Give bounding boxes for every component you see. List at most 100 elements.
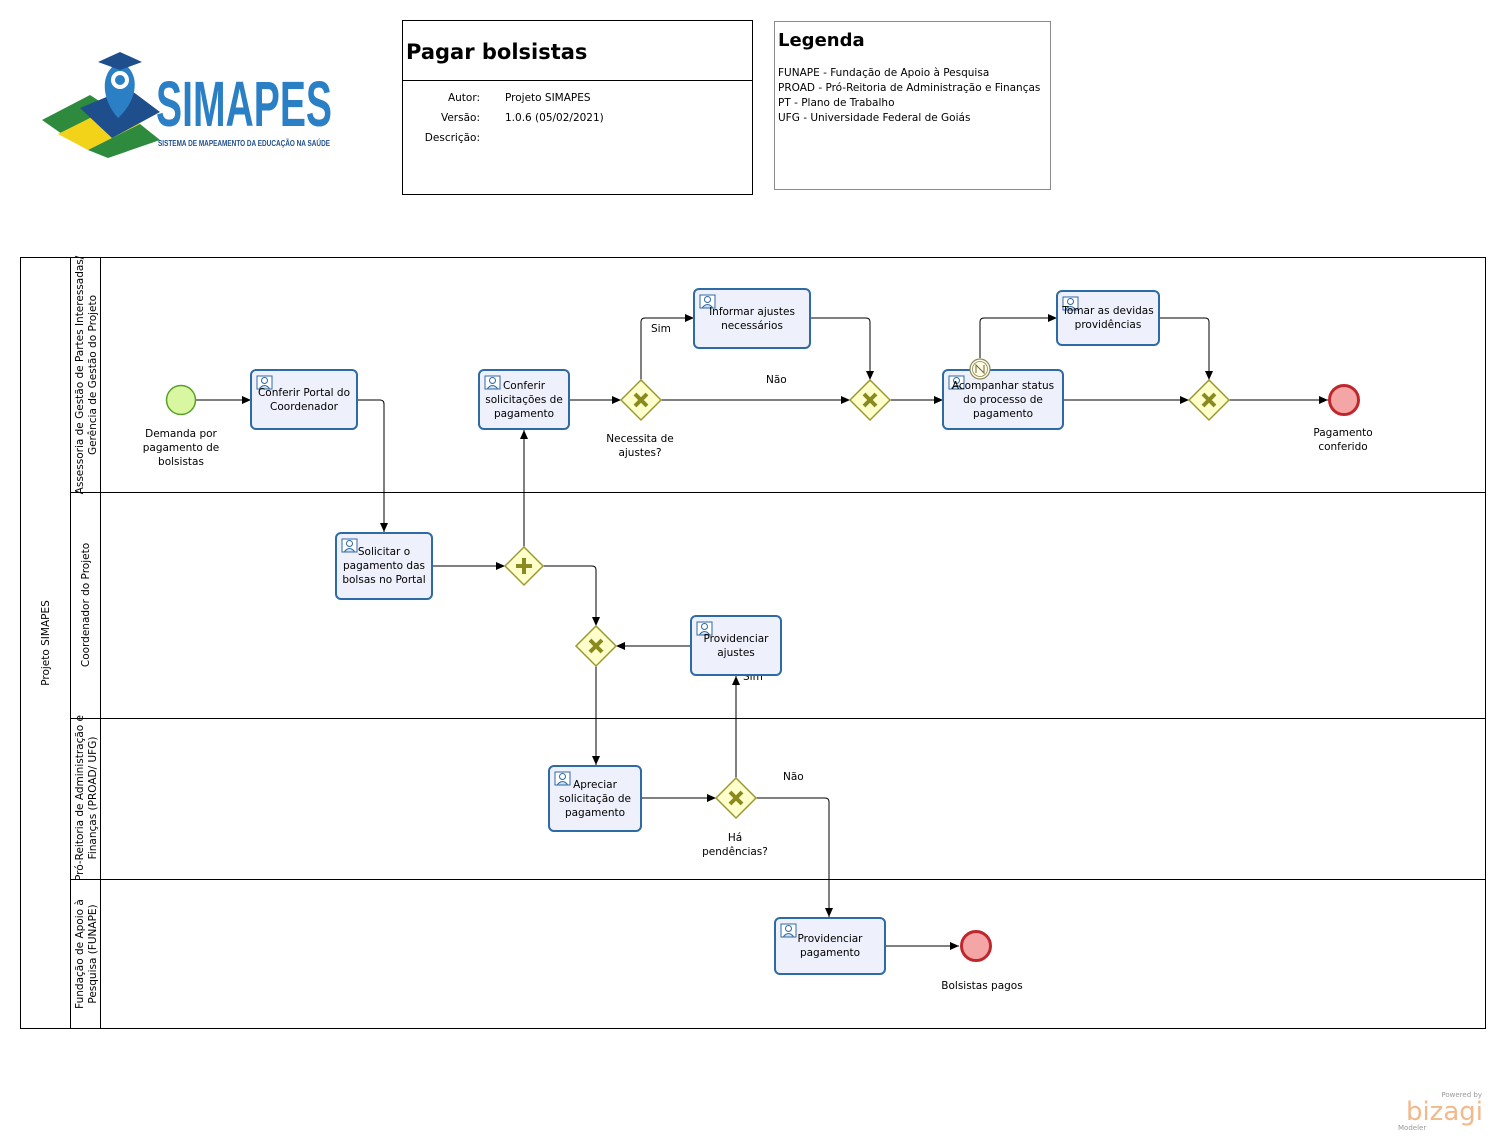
task-label: pagamento das [343, 560, 425, 572]
lane-label: Coordenador do Projeto [80, 543, 92, 667]
event-label: Pagamento [1313, 427, 1372, 439]
lane-label: Fundação de Apoio à [74, 899, 86, 1009]
lane-label: Pró-Reitoria de Administração e [74, 715, 86, 881]
event-label: bolsistas [158, 456, 204, 468]
task-label: pagamento [494, 408, 554, 420]
description-label: Descrição: [425, 132, 480, 144]
task-label: Solicitar o [358, 546, 410, 558]
flow-label-nao: Não [766, 374, 787, 386]
simapes-logo: SIMAPES SISTEMA DE MAPEAMENTO DA EDUCAÇÃ… [42, 52, 332, 158]
task-label: Providenciar [703, 633, 769, 645]
start-event-circle[interactable] [165, 384, 197, 416]
task-acompanhar-status[interactable]: Acompanhar status do processo de pagamen… [942, 358, 1064, 430]
watermark-brand: bizagi [1406, 1097, 1483, 1127]
watermark-product: Modeler [1398, 1124, 1426, 1132]
user-task-icon [341, 538, 358, 553]
lane-assessoria: Assessoria de Gestão de Partes Interessa… [74, 255, 99, 494]
flow-label-sim: Sim [651, 323, 671, 335]
task-label: Apreciar [573, 779, 618, 791]
task-label: Acompanhar status [952, 380, 1054, 392]
exclusive-gateway-necessita-ajustes[interactable]: Necessita de ajustes? [606, 378, 674, 459]
flow [756, 797, 833, 917]
start-event[interactable]: Demanda por pagamento de bolsistas [143, 384, 220, 469]
author-label: Autor: [448, 92, 480, 104]
exclusive-gateway-merge-1[interactable] [848, 378, 892, 422]
user-task-icon [484, 375, 501, 390]
flow [640, 314, 694, 380]
x-icon [728, 790, 744, 806]
task-label: necessários [721, 320, 783, 332]
version-label: Versão: [441, 112, 480, 124]
lane-proad: Pró-Reitoria de Administração e Finanças… [74, 715, 99, 881]
task-providenciar-ajustes[interactable]: Providenciar ajustes [690, 615, 782, 676]
task-label: solicitações de [485, 394, 563, 406]
lane-coordenador: Coordenador do Projeto [80, 543, 92, 667]
sequence-flows [196, 314, 1328, 950]
gateway-label: Há [728, 832, 742, 844]
flow [979, 314, 1057, 358]
task-label: Providenciar [797, 933, 863, 945]
exclusive-gateway-ha-pendencias[interactable]: Há pendências? [702, 776, 768, 858]
legend-item: FUNAPE - Fundação de Apoio à Pesquisa [778, 67, 989, 79]
gateway-label: pendências? [702, 846, 768, 858]
lane-label: Assessoria de Gestão de Partes Interessa… [74, 255, 86, 494]
logo-subtitle: SISTEMA DE MAPEAMENTO DA EDUCAÇÃO NA SAÚ… [158, 139, 331, 148]
logo-name: SIMAPES [156, 68, 332, 140]
lane-funape: Fundação de Apoio à Pesquisa (FUNAPE) [74, 899, 99, 1009]
task-label: Conferir Portal do [258, 387, 350, 399]
task-label: Conferir [503, 380, 546, 392]
lane-label: Finanças (PROAD/ UFG) [87, 737, 99, 860]
task-informar-ajustes[interactable]: Informar ajustes necessários [693, 288, 811, 349]
flow [1159, 317, 1213, 380]
user-task-icon [780, 923, 797, 938]
task-tomar-providencias[interactable]: Tomar as devidas providências [1056, 290, 1160, 346]
x-icon [1201, 392, 1217, 408]
exclusive-gateway-merge-3[interactable] [574, 624, 618, 668]
version-value: 1.0.6 (05/02/2021) [505, 112, 604, 124]
x-icon [633, 392, 649, 408]
bizagi-watermark: Powered by bizagi Modeler [1398, 1091, 1483, 1132]
task-label: pagamento [565, 807, 625, 819]
end-event-bolsistas-pagos[interactable]: Bolsistas pagos [941, 930, 1023, 993]
task-conferir-portal[interactable]: Conferir Portal do Coordenador [250, 369, 358, 430]
flow-label-nao: Não [783, 771, 804, 783]
legend-box: Legenda FUNAPE - Fundação de Apoio à Pes… [774, 21, 1051, 190]
lane-label: Pesquisa (FUNAPE) [87, 904, 99, 1003]
task-label: Coordenador [270, 401, 339, 413]
task-apreciar-solicitacao[interactable]: Apreciar solicitação de pagamento [548, 765, 642, 832]
x-icon [588, 638, 604, 654]
flow [543, 565, 600, 626]
task-label: pagamento [973, 408, 1033, 420]
user-task-icon [554, 771, 571, 786]
author-value: Projeto SIMAPES [505, 92, 591, 104]
task-label: bolsas no Portal [342, 574, 425, 586]
event-label: Bolsistas pagos [941, 980, 1022, 992]
legend-title: Legenda [778, 30, 865, 51]
gateway-label: ajustes? [618, 447, 661, 459]
task-label: ajustes [717, 647, 755, 659]
exclusive-gateway-merge-2[interactable] [1187, 378, 1231, 422]
watermark-powered: Powered by [1441, 1091, 1482, 1099]
end-event-circle[interactable] [1328, 384, 1360, 416]
task-label: pagamento [800, 947, 860, 959]
legend-item: PROAD - Pró-Reitoria de Administração e … [778, 82, 1040, 94]
end-event-pagamento-conferido[interactable]: Pagamento conferido [1313, 384, 1373, 454]
x-icon [862, 392, 878, 408]
task-label: Informar ajustes [709, 306, 795, 318]
parallel-gateway[interactable] [503, 545, 545, 587]
task-conferir-solicitacoes[interactable]: Conferir solicitações de pagamento [478, 369, 570, 430]
plus-icon [516, 558, 532, 574]
page-title: Pagar bolsistas [406, 40, 587, 64]
end-event-circle[interactable] [960, 930, 992, 962]
task-label: Tomar as devidas [1061, 305, 1153, 317]
task-providenciar-pagamento[interactable]: Providenciar pagamento [774, 917, 886, 975]
timer-boundary-icon[interactable] [969, 358, 991, 380]
event-label: conferido [1318, 441, 1367, 453]
gateway-label: Necessita de [606, 433, 673, 445]
pool-label: Projeto SIMAPES [40, 600, 52, 686]
legend-item: PT - Plano de Trabalho [778, 97, 895, 109]
pool: Projeto SIMAPES [20, 257, 1486, 1029]
task-label: providências [1075, 319, 1142, 331]
task-solicitar-pagamento[interactable]: Solicitar o pagamento das bolsas no Port… [335, 532, 433, 600]
